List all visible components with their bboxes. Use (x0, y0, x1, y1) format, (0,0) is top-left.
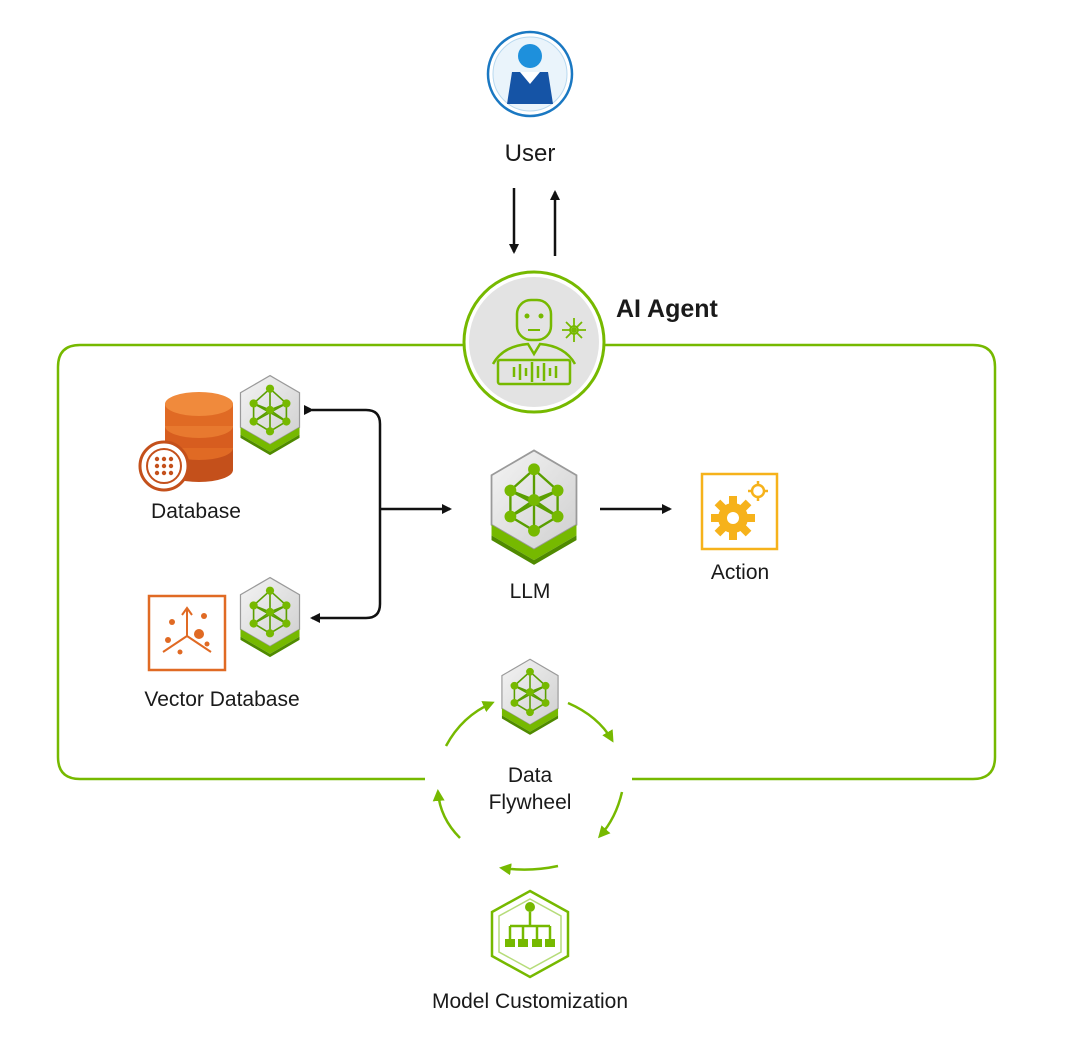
vector-database-label: Vector Database (144, 688, 300, 711)
model-customization-label: Model Customization (431, 990, 629, 1013)
user-label: User (504, 140, 556, 167)
vector-model-cube-icon (239, 576, 301, 658)
hierarchy-tree-icon (490, 889, 570, 979)
database-model-cube-icon (239, 374, 301, 456)
ai-agent-label: AI Agent (616, 295, 718, 323)
gears-icon (700, 472, 779, 551)
database-stack-icon (138, 392, 233, 492)
flywheel-model-cube-icon (501, 658, 559, 736)
agent-boundary (56, 343, 997, 781)
vector-scatter-icon (147, 594, 227, 672)
user-avatar-icon (486, 30, 574, 118)
data-flywheel-label: Data Flywheel (470, 762, 590, 816)
data-flywheel-label-line1: Data (507, 764, 553, 787)
llm-neural-cube-icon (490, 449, 578, 567)
llm-label: LLM (509, 580, 551, 603)
flywheel-cycle-arrows (432, 701, 624, 876)
action-label: Action (710, 561, 770, 584)
retrieval-bracket (304, 405, 382, 623)
robot-agent-icon (462, 270, 606, 414)
data-flywheel-label-line2: Flywheel (488, 791, 572, 814)
database-label: Database (151, 500, 241, 523)
